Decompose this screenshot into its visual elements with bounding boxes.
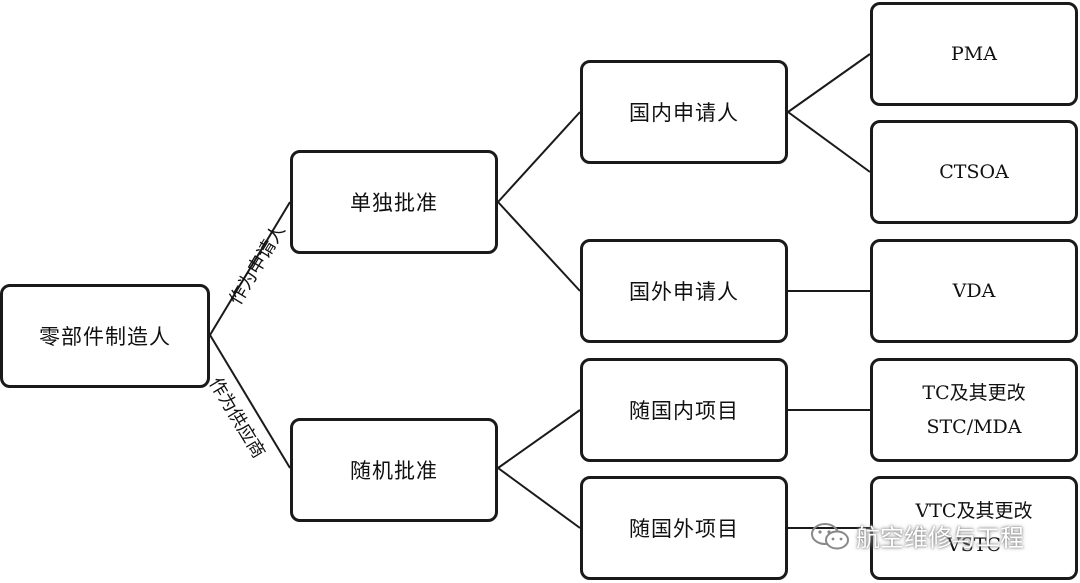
node-tc-line2: STC/MDA: [926, 416, 1022, 438]
edge-domestic-applicant-pma: [787, 53, 871, 113]
edge-separate-foreign-applicant: [497, 201, 581, 292]
node-vda-label: VDA: [952, 280, 996, 302]
node-together-approval-label: 随机批准: [350, 459, 438, 483]
node-domestic-project-label: 随国内项目: [629, 399, 739, 423]
node-domestic-applicant: 国内申请人: [580, 60, 788, 164]
node-vda: VDA: [870, 239, 1078, 343]
node-vtc-line1: VTC及其更改: [915, 500, 1033, 522]
edge-root-together: [209, 334, 291, 469]
node-root: 零部件制造人: [0, 284, 210, 388]
edge-together-foreign-project: [497, 467, 581, 529]
node-ctsoa-label: CTSOA: [939, 161, 1009, 183]
watermark: 航空维修与工程: [810, 518, 1024, 553]
node-foreign-project-label: 随国外项目: [629, 517, 739, 541]
edge-together-domestic-project: [497, 409, 581, 469]
node-foreign-applicant: 国外申请人: [580, 239, 788, 343]
node-tc: TC及其更改 STC/MDA: [870, 358, 1078, 462]
node-separate-approval-label: 单独批准: [350, 191, 438, 215]
node-domestic-applicant-label: 国内申请人: [629, 101, 739, 125]
node-tc-line1: TC及其更改: [922, 382, 1026, 404]
node-root-label: 零部件制造人: [39, 325, 171, 349]
edge-separate-domestic-applicant: [497, 111, 581, 203]
node-domestic-project: 随国内项目: [580, 358, 788, 462]
node-vtc: VTC及其更改 VSTC: [870, 476, 1078, 580]
node-ctsoa: CTSOA: [870, 120, 1078, 224]
node-pma: PMA: [870, 2, 1078, 106]
node-separate-approval: 单独批准: [290, 150, 498, 254]
node-vtc-line2: VSTC: [947, 534, 1001, 556]
watermark-text: 航空维修与工程: [856, 524, 1024, 552]
edge-domestic-applicant-ctsoa: [787, 111, 871, 173]
node-together-approval: 随机批准: [290, 418, 498, 522]
edge-root-separate: [209, 201, 291, 336]
node-foreign-project: 随国外项目: [580, 476, 788, 580]
node-pma-label: PMA: [951, 43, 997, 65]
node-foreign-applicant-label: 国外申请人: [629, 280, 739, 304]
wechat-icon: [811, 522, 849, 549]
